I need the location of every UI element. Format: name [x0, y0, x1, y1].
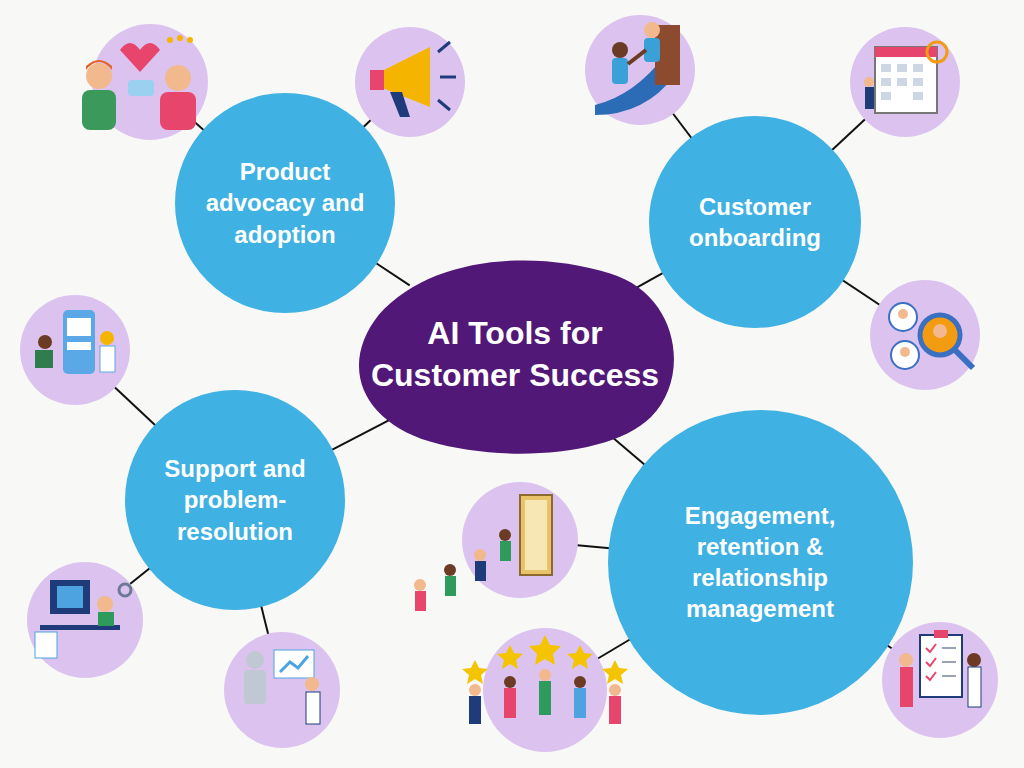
- topic-circle: Product advocacy and adoption: [175, 93, 395, 313]
- central-title: AI Tools for Customer Success: [370, 313, 660, 396]
- topic-label: Engagement, retention & relationship man…: [660, 500, 860, 625]
- topic-label: Customer onboarding: [675, 191, 835, 253]
- connector-line: [375, 263, 410, 286]
- topic-label: Support and problem-resolution: [155, 453, 315, 547]
- connector-line: [331, 417, 396, 451]
- circle-shape: [608, 410, 913, 715]
- topic-circle: Support and problem-resolution: [125, 390, 345, 610]
- circle-shape: [649, 116, 861, 328]
- topic-circle: Engagement, retention & relationship man…: [608, 410, 913, 715]
- topic-circle: Customer onboarding: [649, 116, 861, 328]
- topic-label: Product advocacy and adoption: [200, 156, 370, 250]
- central-blob: AI Tools for Customer Success: [345, 253, 685, 458]
- blob-shape: [345, 253, 685, 458]
